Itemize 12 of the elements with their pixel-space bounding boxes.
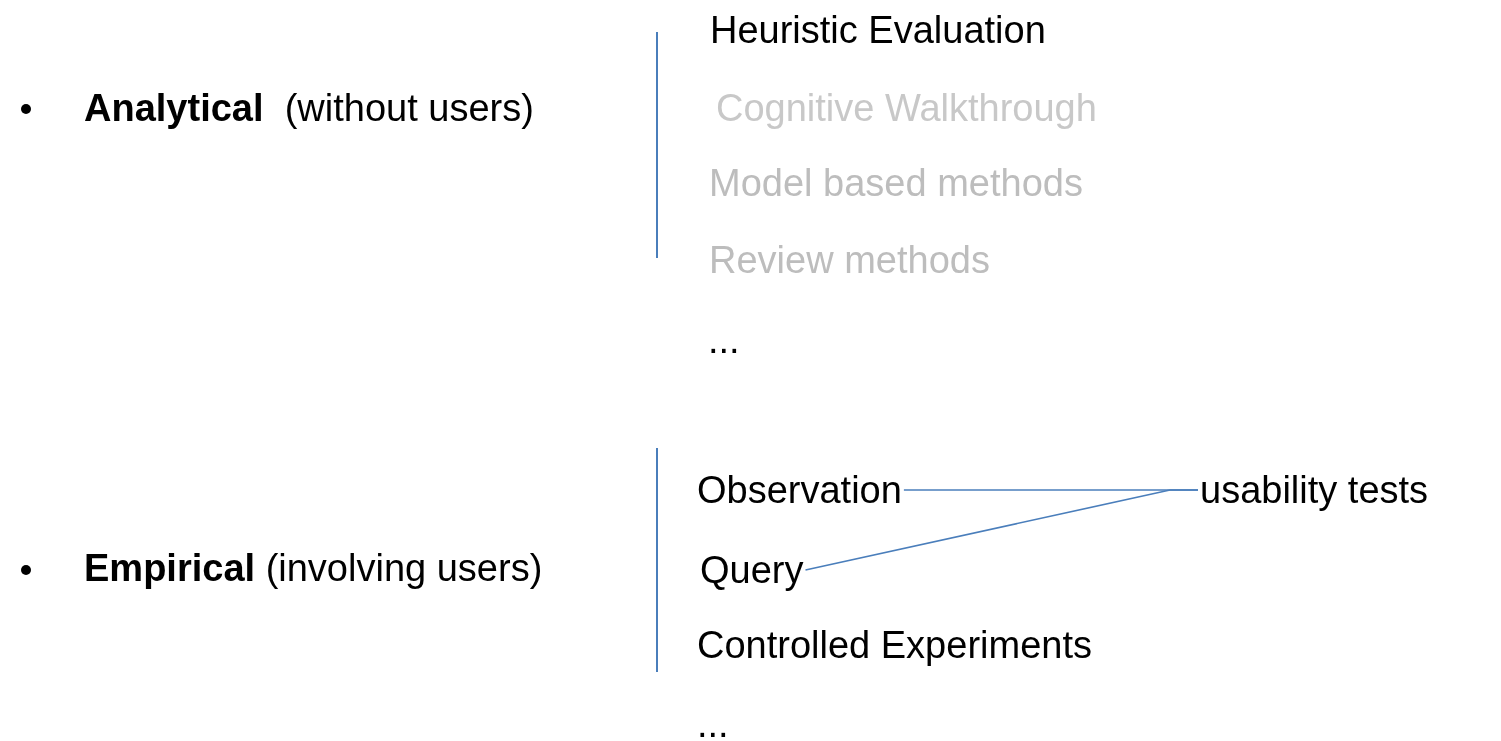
node-label: Query — [700, 548, 804, 592]
ellipsis: ... — [708, 318, 740, 362]
list-item: Model based methods — [709, 161, 1083, 205]
node-label: usability tests — [1200, 468, 1429, 512]
bullet-item: Analytical (without users) — [84, 86, 534, 130]
node-label: Observation — [697, 468, 902, 512]
list-item: Review methods — [709, 238, 990, 282]
bullet-item: Empirical (involving users) — [84, 546, 543, 590]
connector-line — [804, 489, 1199, 571]
list-item: Heuristic Evaluation — [710, 8, 1046, 52]
ellipsis: ... — [697, 702, 729, 741]
list-item: Controlled Experiments — [697, 623, 1092, 667]
